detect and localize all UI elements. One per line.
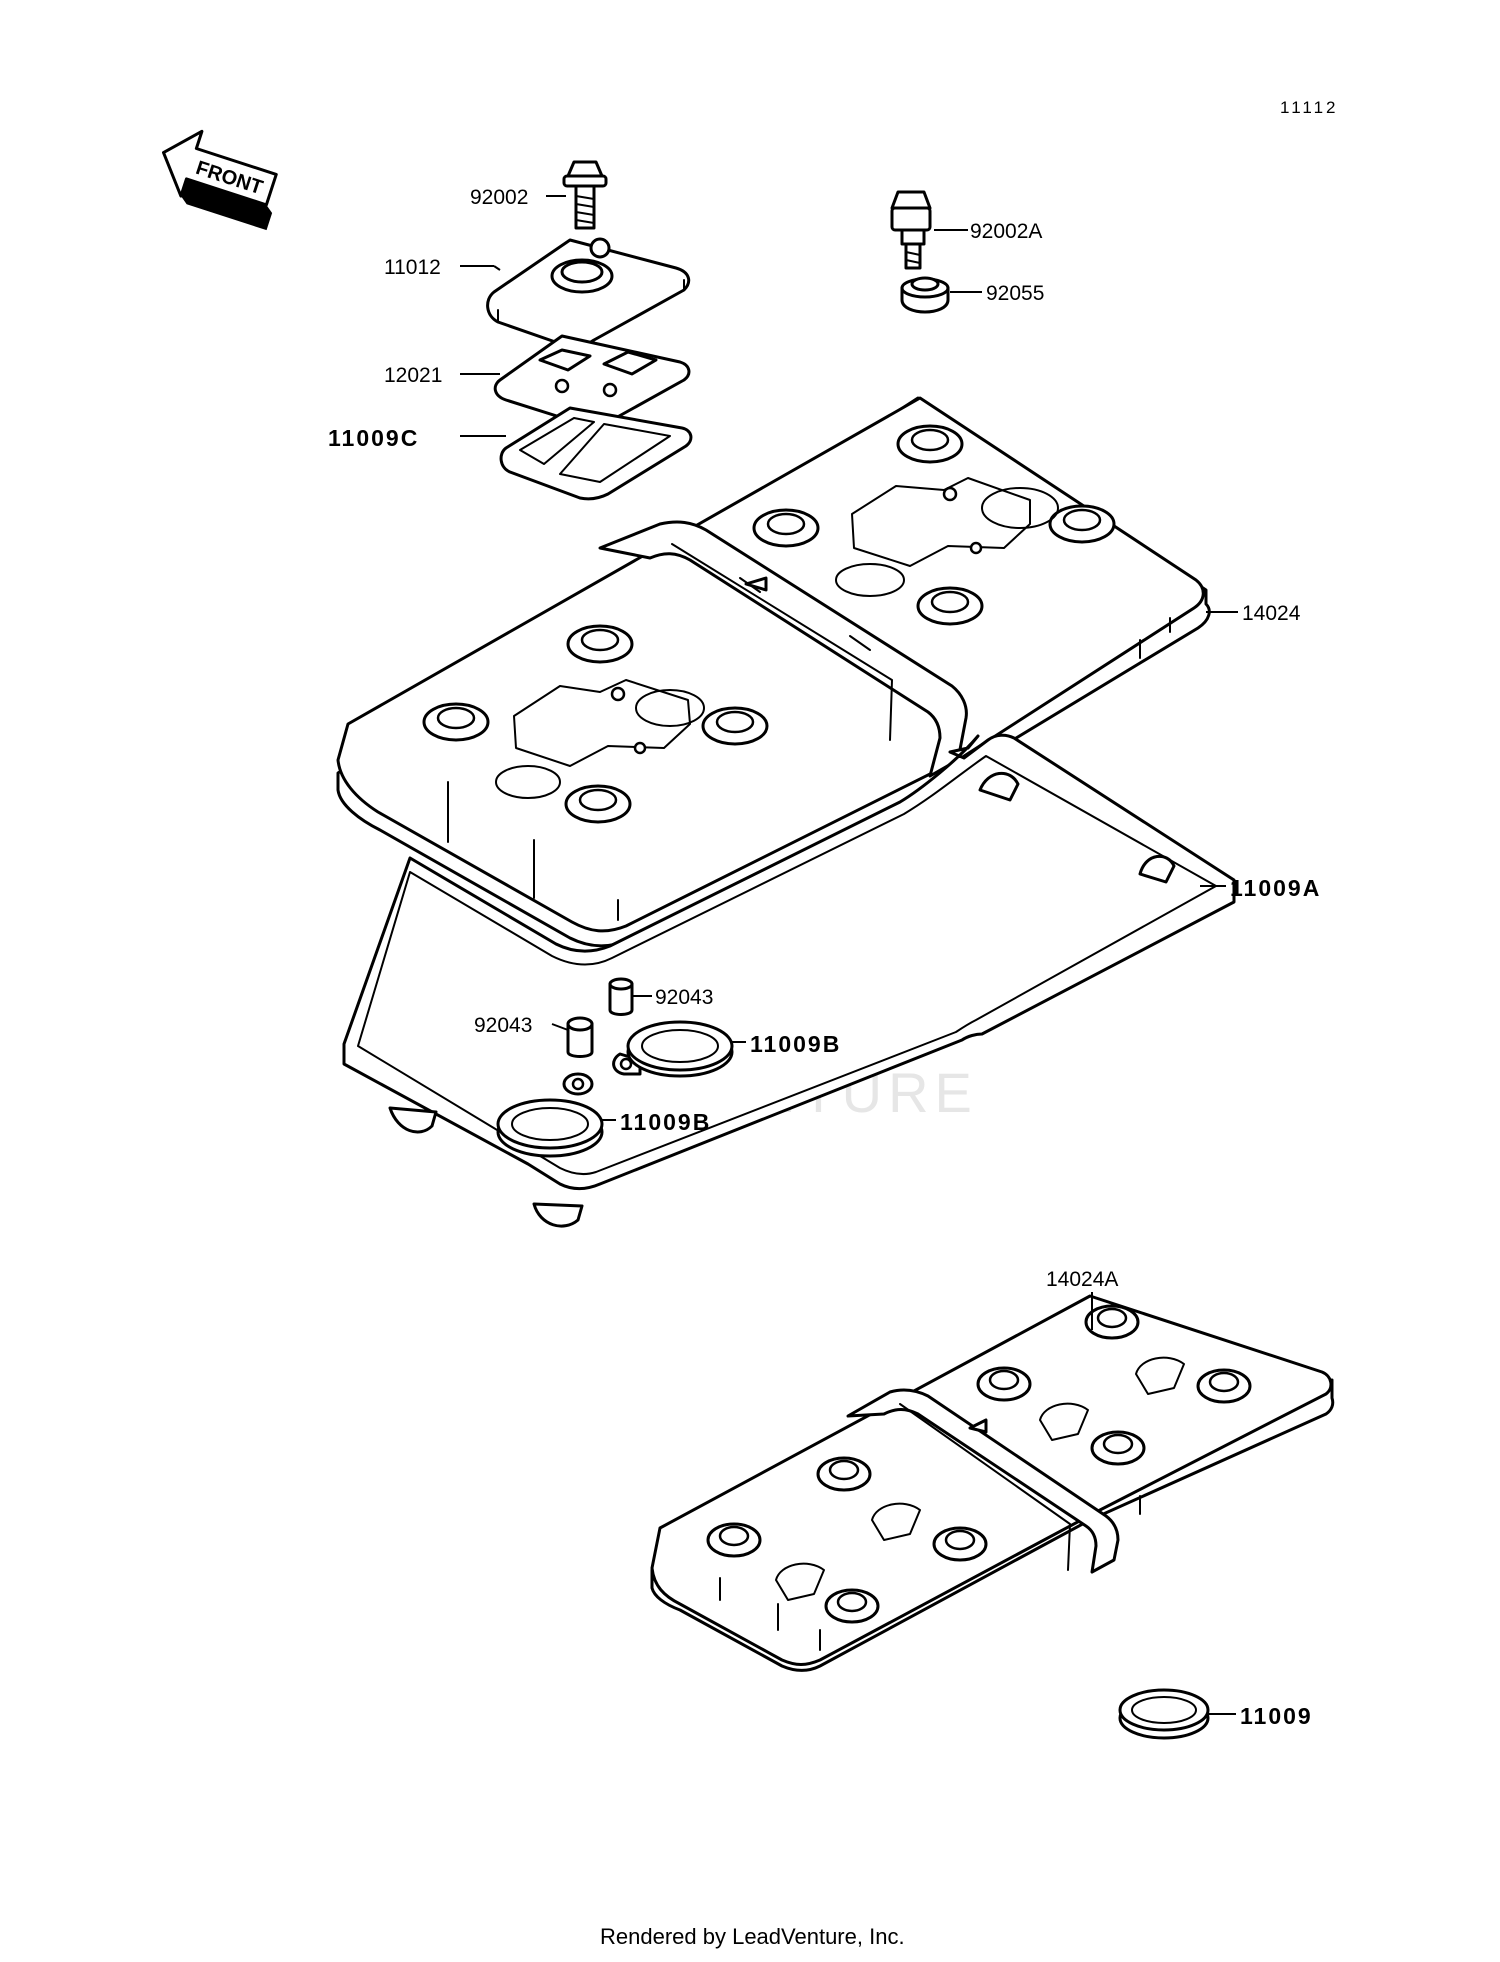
- boss-holes-left: [422, 624, 769, 824]
- head-cover-14024-icon: [336, 396, 1211, 948]
- label-14024: 14024: [1242, 602, 1301, 625]
- label-11009b-upper: 11009B: [750, 1031, 841, 1057]
- boss-holes-14024a: [706, 1304, 1252, 1624]
- head-cover-14024a-icon: [650, 1294, 1335, 1672]
- diagram-code: 11112: [1280, 98, 1339, 117]
- grommet-92055-icon: [900, 276, 950, 314]
- label-92055: 92055: [986, 282, 1044, 305]
- label-14024a: 14024A: [1046, 1268, 1118, 1291]
- boss-holes-right: [752, 424, 1116, 626]
- label-11009a: 11009A: [1230, 875, 1321, 901]
- label-11012: 11012: [384, 256, 441, 279]
- plate-12021-icon: [493, 334, 691, 427]
- seal-11009b-upper-icon: [612, 1020, 734, 1078]
- bolt-92002a-icon: [890, 190, 932, 270]
- gasket-11009a-icon: [342, 733, 1236, 1228]
- footer-credit: Rendered by LeadVenture, Inc.: [600, 1924, 905, 1949]
- seal-11009-icon: [1118, 1688, 1210, 1740]
- label-11009b-lower: 11009B: [620, 1109, 711, 1135]
- label-92043-left: 92043: [474, 1014, 532, 1037]
- seal-11009b-lower-icon: [496, 1072, 604, 1158]
- bolt-92002-icon: [562, 160, 608, 230]
- cover-11012-icon: [486, 237, 691, 348]
- label-92002: 92002: [470, 186, 528, 209]
- label-11009c: 11009C: [328, 425, 419, 451]
- dowel-92043-right-icon: [608, 977, 634, 1016]
- label-92043-right: 92043: [655, 986, 713, 1009]
- leader-lines: [460, 195, 1238, 1715]
- gasket-11009c-icon: [499, 406, 693, 501]
- label-12021: 12021: [384, 364, 442, 387]
- part-labels: 92002 92002A 92055 11012 12021 11009C 14…: [328, 186, 1321, 1729]
- label-92002a: 92002A: [970, 220, 1042, 243]
- front-arrow-icon: FRONT: [161, 129, 278, 231]
- label-11009: 11009: [1240, 1703, 1313, 1729]
- dowel-92043-left-icon: [566, 1016, 594, 1058]
